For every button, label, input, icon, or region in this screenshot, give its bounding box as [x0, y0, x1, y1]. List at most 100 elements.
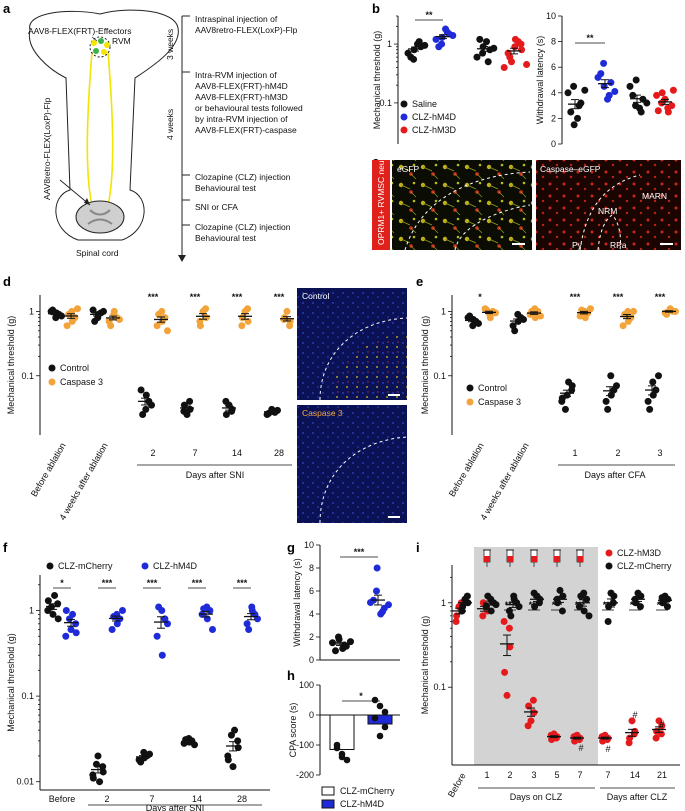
d-caspase-point [107, 322, 115, 330]
b-left-point [473, 53, 481, 61]
f-hm4d-point [62, 607, 70, 615]
y-tick-label: -200 [296, 770, 314, 780]
sig-marker: *** [102, 578, 113, 588]
d-control-point [139, 410, 147, 418]
y-tick-label: 0.1 [379, 98, 392, 108]
e-control-point [644, 397, 652, 405]
f-x-title: Days after SNI [146, 803, 205, 811]
d-control-point [148, 401, 155, 409]
f-hm4d-point [108, 626, 116, 634]
f-x-label: 2 [104, 794, 109, 804]
f-hm4d-point [209, 626, 216, 634]
y-tick-label: 0 [309, 655, 314, 665]
e-control-point [469, 322, 477, 330]
control-image-label: Control [302, 291, 330, 301]
d-sig: *** [232, 292, 243, 302]
i-x-title-1: Days on CLZ [510, 792, 563, 802]
i-mcherry-point [556, 586, 564, 594]
y-axis-label: Withdrawal latency (s) [292, 558, 302, 647]
i-mcherry-point [577, 592, 585, 600]
brain-outline [28, 9, 179, 241]
i-mcherry-point [507, 612, 515, 620]
timeline-step-1: Intra-RVM injection of [195, 70, 277, 80]
e-control-point [568, 382, 576, 390]
e-caspase-point [630, 307, 637, 315]
e-control-point [649, 378, 657, 386]
y-tick-label: 2 [309, 632, 314, 642]
f-hm4d-point [164, 620, 171, 628]
b-right-point [600, 82, 608, 90]
b-right-point [567, 108, 575, 116]
f-x-label: Before [49, 794, 76, 804]
y-axis-label: Mechanical threshold (g) [372, 31, 382, 130]
rvm-label: RVM [112, 36, 131, 46]
syringe-fill-icon [577, 556, 583, 562]
f-x-label: 28 [237, 794, 247, 804]
b-right-point [570, 82, 578, 90]
e-control-point [511, 327, 519, 335]
f-mcherry-point [89, 774, 97, 782]
timeline-step-0: Intraspinal injection of [195, 14, 278, 24]
d-control-point [142, 391, 150, 399]
i-mcherry-point [558, 607, 566, 615]
marn-label: MARN [642, 191, 667, 201]
e-control-point [466, 312, 474, 320]
spinal-cord-label: Spinal cord [76, 248, 119, 258]
sig-marker: *** [552, 600, 563, 610]
d-caspase-point [68, 317, 76, 325]
timeline-step-4: Behavioural test [195, 233, 257, 243]
rpa-label: RPa [610, 240, 627, 250]
i-hm3d-point [500, 618, 508, 626]
b-left-point [432, 35, 440, 43]
weeks-4-label: 4 weeks [165, 109, 175, 140]
y-tick-label: -100 [296, 740, 314, 750]
f-mcherry-point [191, 741, 198, 749]
y-tick-label: 8 [309, 563, 314, 573]
g-mcherry-point [332, 647, 339, 655]
d-x-label: 4 weeks after ablation [57, 441, 109, 522]
legend-control: Control [478, 383, 507, 393]
f-hm4d-point [113, 620, 121, 628]
b-right-point [643, 99, 651, 107]
d-caspase-point [63, 322, 71, 330]
legend-hm3d-dot [605, 549, 613, 557]
g-mcherry-point [329, 639, 336, 647]
f-hm4d-point [158, 651, 166, 659]
b-right-point [669, 86, 677, 94]
e-x-title: Days after CFA [584, 470, 645, 480]
panel-letter-b: b [372, 1, 380, 16]
b-left-point [484, 58, 492, 66]
y-axis-label: Mechanical threshold (g) [420, 616, 430, 715]
h-point [371, 714, 379, 722]
f-hm4d-point [248, 607, 256, 615]
b-left-point [415, 38, 423, 46]
i-hm3d-point [501, 668, 509, 676]
panel-letter-e: e [416, 274, 423, 289]
f-hm4d-point [153, 632, 161, 640]
e-x-label: 4 weeks after ablation [478, 441, 530, 522]
b-left-point [511, 43, 519, 51]
y-axis-label: Withdrawal latency (s) [535, 36, 545, 125]
e-control-point [514, 310, 522, 318]
sig-marker: *** [657, 600, 668, 610]
timeline-step-1: AAV8-FLEX(FRT)-caspase [195, 125, 297, 135]
b-right-point [632, 76, 640, 84]
i-hash: # [659, 719, 664, 729]
i-mcherry-point [636, 603, 644, 611]
d-x-title: Days after SNI [186, 470, 245, 480]
i-hash: # [632, 710, 637, 720]
b-right-point [637, 108, 645, 116]
f-mcherry-point [137, 758, 145, 766]
b-left-point [443, 28, 451, 36]
e-caspase-point [581, 314, 589, 322]
i-mcherry-point [458, 607, 466, 615]
i-mcherry-point [663, 603, 671, 611]
f-hm4d-point [200, 605, 208, 613]
syringe-fill-icon [531, 556, 537, 562]
b-right-point [632, 102, 640, 110]
f-hm4d-point [243, 620, 251, 628]
